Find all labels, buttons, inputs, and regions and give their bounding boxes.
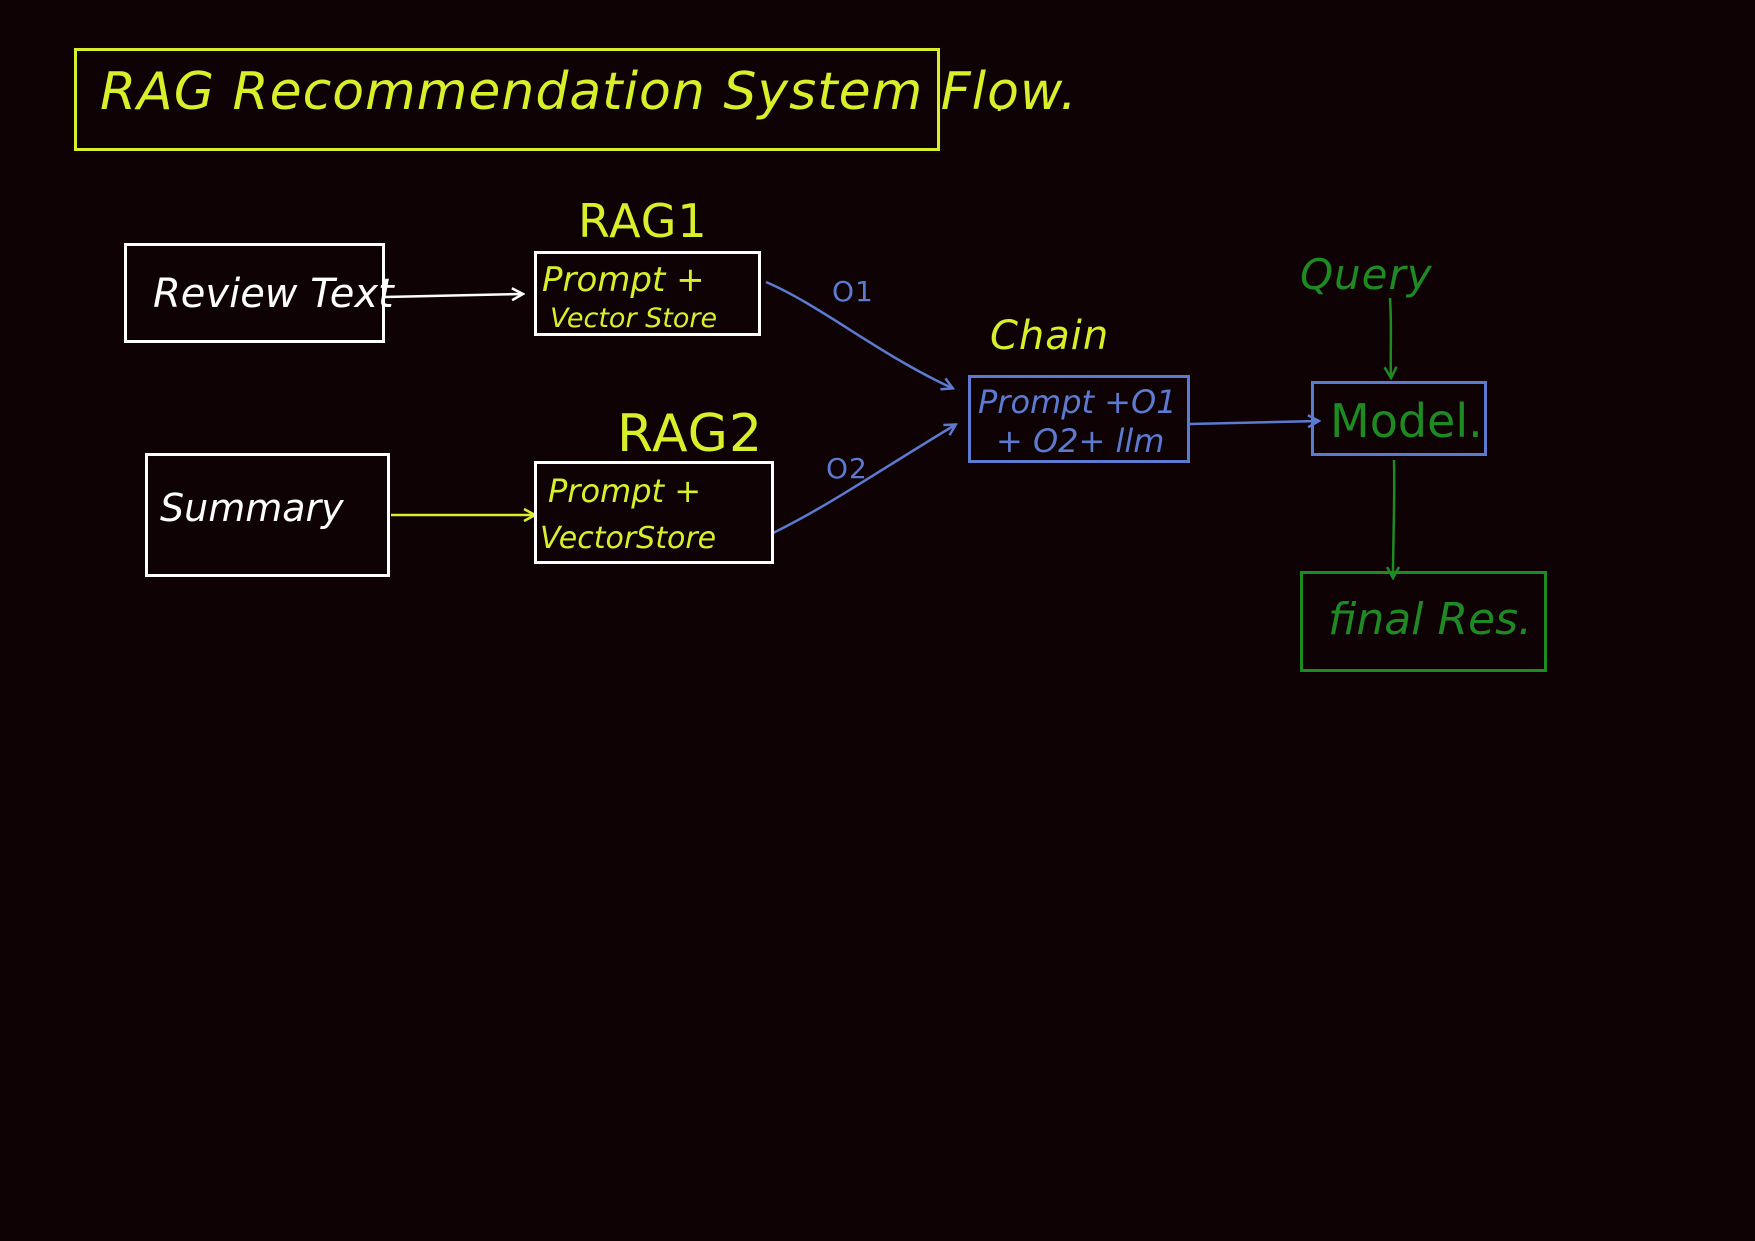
rag2-box [534,461,774,564]
summary-box [145,453,390,577]
chain-line1: Prompt +O1 [978,383,1177,421]
rag2-line2: VectorStore [540,521,717,556]
stray-dot: . [996,85,1006,118]
summary-label: Summary [160,486,344,530]
o2-edge-label: O2 [826,452,868,485]
final-result-box [1300,571,1547,672]
rag1-box [534,251,761,336]
arrow-review-to-rag1 [384,294,522,297]
chain-line2: + O2+ llm [996,422,1165,460]
model-label: Model. [1330,394,1483,448]
rag1-line1: Prompt + [542,260,705,300]
arrow-model-to-final [1393,459,1394,577]
review-text-label: Review Text [153,271,394,317]
diagram-title: RAG Recommendation System Flow. [100,62,1078,122]
review-text-box [124,243,385,343]
o1-edge-label: O1 [832,275,874,308]
chain-label: Chain [990,313,1110,359]
arrow-rag2-to-chain [772,425,955,535]
rag2-label: RAG2 [617,404,764,464]
rag1-line2: Vector Store [550,303,718,334]
arrow-rag1-to-chain [765,280,952,388]
rag2-line1: Prompt + [548,472,702,510]
rag1-label: RAG1 [578,194,708,248]
arrow-query-to-model [1390,297,1391,377]
title-box [74,48,940,151]
arrow-chain-to-model [1189,421,1318,424]
model-box [1311,381,1487,456]
query-label: Query [1300,250,1433,299]
final-result-label: final Res. [1328,594,1533,645]
chain-box [968,375,1190,463]
